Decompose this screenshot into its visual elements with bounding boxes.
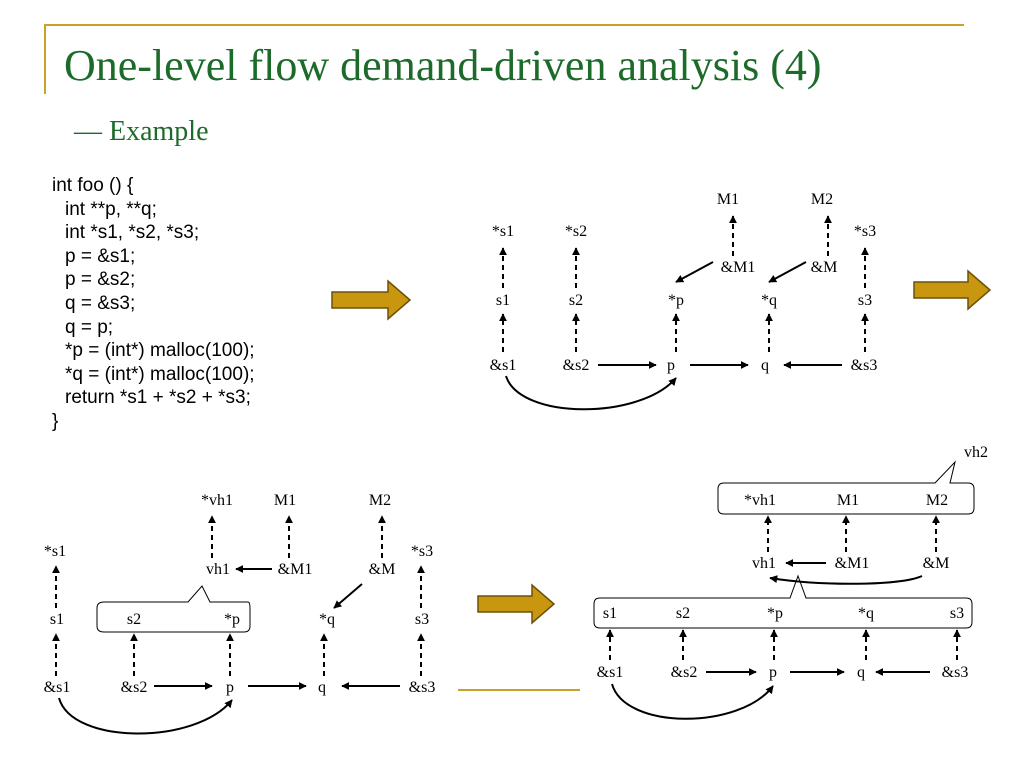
node-addr-m1: &M1 (835, 555, 870, 572)
code-line: p = &s1; (65, 245, 136, 267)
node-star-q: *q (761, 292, 777, 309)
node-star-s1: *s1 (44, 543, 66, 560)
node-s2: s2 (127, 611, 141, 628)
node-addr-s3: &s3 (942, 664, 969, 681)
node-m1: M1 (717, 191, 739, 208)
node-p: p (226, 679, 234, 696)
dashed-edges (606, 515, 961, 660)
solid-edges (611, 559, 930, 720)
edge (505, 375, 677, 411)
code-line: *p = (int*) malloc(100); (65, 340, 255, 362)
node-star-p: *p (767, 605, 783, 622)
node-addr-s3: &s3 (409, 679, 436, 696)
slide-title: One-level flow demand-driven analysis (4… (64, 41, 822, 90)
node-s3: s3 (858, 292, 872, 309)
node-vh1: vh1 (752, 555, 776, 572)
code-listing: int foo () { int **p, **q; int *s1, *s2,… (52, 174, 255, 434)
node-star-p: *p (668, 292, 684, 309)
node-s1: s1 (50, 611, 64, 628)
edge (333, 583, 363, 609)
node-addr-s1: &s1 (490, 357, 517, 374)
diagram-3: vh2 *vh1 M1 M2 vh1 &M1 &M s1 s2 *p *q s3… (593, 444, 988, 720)
node-star-p: *p (224, 611, 240, 628)
node-addr-m: &M (369, 561, 396, 578)
node-addr-m1: &M1 (278, 561, 313, 578)
node-s2: s2 (676, 605, 690, 622)
node-s3: s3 (950, 605, 964, 622)
node-addr-s2: &s2 (121, 679, 148, 696)
edge (58, 697, 233, 735)
node-addr-m: &M (811, 259, 838, 276)
node-p: p (769, 664, 777, 681)
node-q: q (761, 357, 769, 374)
node-p: p (667, 357, 675, 374)
node-q: q (857, 664, 865, 681)
node-star-s2: *s2 (565, 223, 587, 240)
title-rule-horizontal (44, 24, 964, 26)
code-line: q = &s3; (65, 292, 136, 314)
group-callout-top (717, 460, 975, 515)
solid-edges (58, 565, 400, 735)
right-arrow-icon (331, 279, 412, 321)
title-rule-vertical (44, 24, 46, 94)
group-callout-bottom (593, 574, 973, 629)
edge (768, 261, 807, 283)
dashed-edges (52, 515, 425, 676)
node-m2: M2 (369, 492, 391, 509)
group-callout (96, 585, 251, 633)
edge (675, 261, 714, 283)
node-addr-s2: &s2 (563, 357, 590, 374)
code-line: q = p; (65, 316, 114, 338)
code-line: return *s1 + *s2 + *s3; (65, 387, 251, 409)
dashed-edges (499, 215, 869, 352)
right-arrow-icon (913, 269, 992, 311)
node-s3: s3 (415, 611, 429, 628)
node-m2: M2 (811, 191, 833, 208)
code-line: } (52, 410, 59, 432)
node-star-vh1: *vh1 (744, 492, 776, 509)
slide-subtitle: — Example (74, 116, 209, 147)
node-s1: s1 (603, 605, 617, 622)
node-addr-s1: &s1 (44, 679, 71, 696)
node-star-vh1: *vh1 (201, 492, 233, 509)
code-line: int **p, **q; (65, 198, 157, 220)
node-s1: s1 (496, 292, 510, 309)
node-addr-m1: &M1 (721, 259, 756, 276)
node-addr-m: &M (923, 555, 950, 572)
node-star-s3: *s3 (854, 223, 876, 240)
node-star-s3: *s3 (411, 543, 433, 560)
node-addr-s1: &s1 (597, 664, 624, 681)
diagram-2: *vh1 M1 M2 *s1 *s3 vh1 &M1 &M s1 s2 *p *… (44, 492, 436, 735)
edge (769, 575, 923, 585)
code-line: int *s1, *s2, *s3; (65, 222, 200, 244)
node-addr-s2: &s2 (671, 664, 698, 681)
node-s2: s2 (569, 292, 583, 309)
node-star-q: *q (858, 605, 874, 622)
node-m2: M2 (926, 492, 948, 509)
node-m1: M1 (837, 492, 859, 509)
node-vh1: vh1 (206, 561, 230, 578)
edge (611, 683, 774, 720)
node-star-q: *q (319, 611, 335, 628)
transition-arrows (331, 269, 992, 625)
node-vh2: vh2 (964, 444, 988, 461)
solid-edges (505, 261, 842, 411)
node-m1: M1 (274, 492, 296, 509)
code-line: *q = (int*) malloc(100); (65, 363, 255, 385)
code-line: int foo () { (52, 175, 134, 196)
right-arrow-icon (477, 583, 556, 625)
diagram-1: *s1 *s2 M1 M2 *s3 &M1 &M s1 s2 *p *q s3 … (490, 191, 878, 411)
code-line: p = &s2; (65, 269, 136, 291)
node-q: q (318, 679, 326, 696)
node-addr-s3: &s3 (851, 357, 878, 374)
node-star-s1: *s1 (492, 223, 514, 240)
